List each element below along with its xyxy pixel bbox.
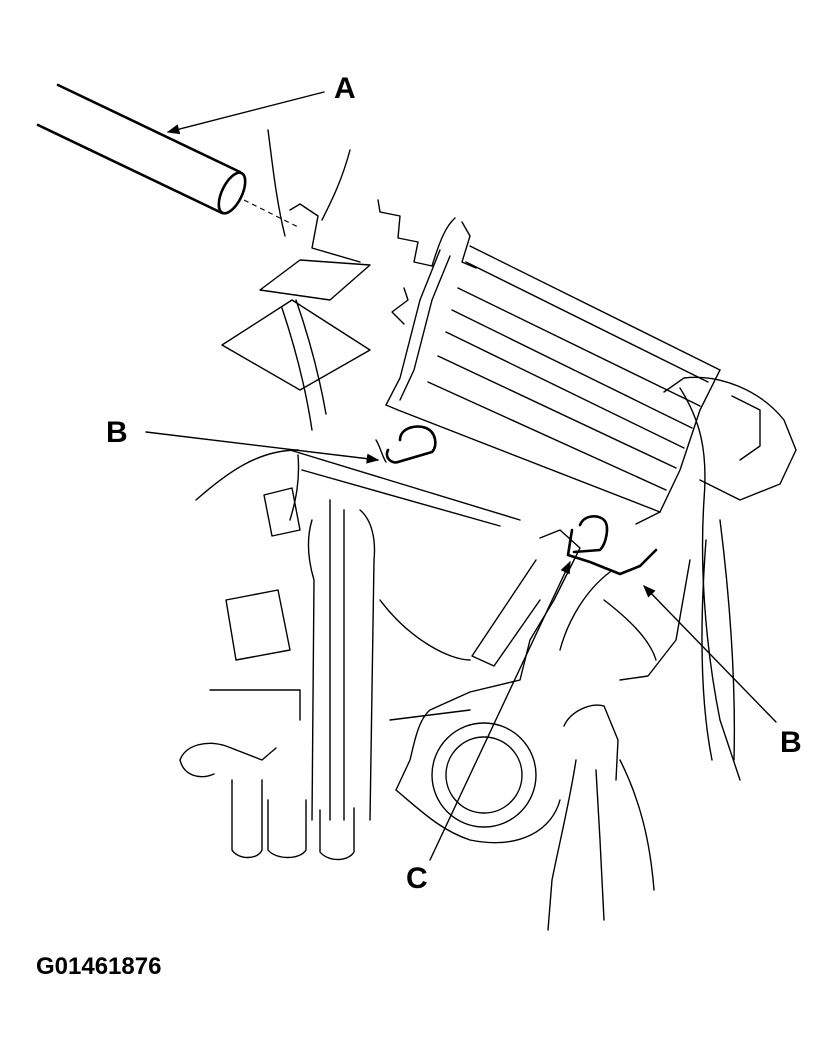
upper-housing	[221, 129, 477, 431]
finned-component	[385, 245, 721, 525]
lower-bracket	[179, 449, 521, 861]
mounting-slots	[375, 425, 658, 576]
callout-a: A	[334, 72, 356, 105]
callout-c: C	[406, 862, 428, 895]
callout-b-lower: B	[780, 726, 802, 759]
callout-b-upper: B	[106, 416, 128, 449]
tool-rod	[36, 83, 301, 229]
right-linkage	[547, 376, 797, 931]
figure-id: G01461876	[36, 953, 162, 980]
leader-lines	[145, 91, 777, 861]
lever-arm	[395, 529, 611, 844]
